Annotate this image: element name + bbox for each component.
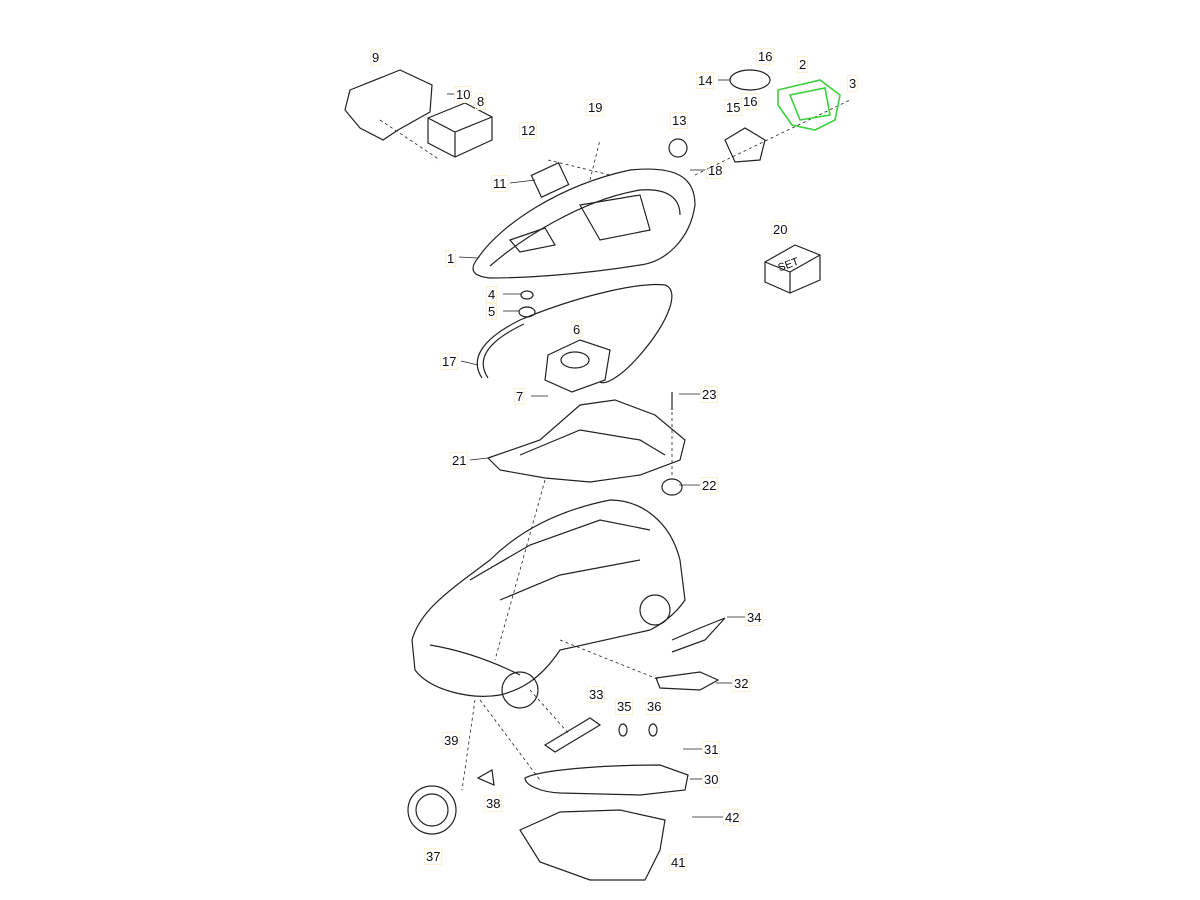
part-bulb-36 <box>648 723 658 737</box>
callout-part-23[interactable]: 23 <box>699 386 719 403</box>
callout-part-4[interactable]: 4 <box>485 286 498 303</box>
part-33 <box>543 717 602 753</box>
callout-part-22[interactable]: 22 <box>699 477 719 494</box>
part-light-30 <box>524 764 689 796</box>
set-box-20 <box>764 244 821 294</box>
part-control-unit-8 <box>427 102 493 158</box>
callout-part-10[interactable]: 10 <box>453 86 473 103</box>
callout-part-6[interactable]: 6 <box>570 321 583 338</box>
part-15 <box>724 127 766 163</box>
part-22 <box>661 478 683 496</box>
callout-part-41[interactable]: 41 <box>668 854 688 871</box>
callout-part-1[interactable]: 1 <box>444 250 457 267</box>
callout-part-11[interactable]: 11 <box>491 175 509 192</box>
callout-part-16[interactable]: 16 <box>740 93 760 110</box>
callout-part-20[interactable]: 20 <box>770 221 790 238</box>
part-bracket-9 <box>344 69 433 141</box>
callout-part-14[interactable]: 14 <box>695 72 715 89</box>
part-headlight-1 <box>472 168 696 279</box>
part-32 <box>655 671 720 691</box>
callout-part-3[interactable]: 3 <box>846 75 859 92</box>
callout-part-17[interactable]: 17 <box>439 353 459 370</box>
callout-part-9[interactable]: 9 <box>369 49 382 66</box>
callout-part-5[interactable]: 5 <box>485 303 498 320</box>
callout-part-33[interactable]: 33 <box>586 686 606 703</box>
part-module-11 <box>530 161 570 199</box>
part-6 <box>544 339 611 393</box>
part-14 <box>729 69 771 91</box>
callout-part-30[interactable]: 30 <box>701 771 721 788</box>
callout-part-32[interactable]: 32 <box>731 675 751 692</box>
callout-part-37[interactable]: 37 <box>423 848 443 865</box>
callout-part-35[interactable]: 35 <box>614 698 634 715</box>
part-seal-17 <box>476 283 673 384</box>
callout-part-8[interactable]: 8 <box>474 93 487 110</box>
part-bulb-35 <box>618 723 628 737</box>
callout-part-39[interactable]: 39 <box>441 732 461 749</box>
callout-part-34[interactable]: 34 <box>744 609 764 626</box>
callout-part-21[interactable]: 21 <box>449 452 469 469</box>
part-harness-34 <box>671 617 726 653</box>
part-bracket-21 <box>486 399 686 483</box>
part-fog-light-37 <box>407 785 457 835</box>
callout-part-36[interactable]: 36 <box>644 698 664 715</box>
callout-part-31[interactable]: 31 <box>701 741 721 758</box>
callout-part-13[interactable]: 13 <box>669 112 689 129</box>
part-light-41 <box>519 809 666 881</box>
callout-part-2[interactable]: 2 <box>796 56 809 73</box>
callout-part-12[interactable]: 12 <box>518 122 538 139</box>
callout-part-38[interactable]: 38 <box>483 795 503 812</box>
callout-part-15[interactable]: 15 <box>723 99 743 116</box>
callout-part-16[interactable]: 16 <box>755 48 775 65</box>
vehicle-illustration <box>411 499 686 697</box>
callout-part-42[interactable]: 42 <box>722 809 742 826</box>
part-housing-2-highlighted <box>777 79 841 131</box>
part-38 <box>476 769 495 786</box>
callout-part-7[interactable]: 7 <box>513 388 526 405</box>
part-13 <box>668 138 688 158</box>
part-4 <box>520 290 534 300</box>
callout-part-19[interactable]: 19 <box>585 99 605 116</box>
callout-part-18[interactable]: 18 <box>705 162 725 179</box>
